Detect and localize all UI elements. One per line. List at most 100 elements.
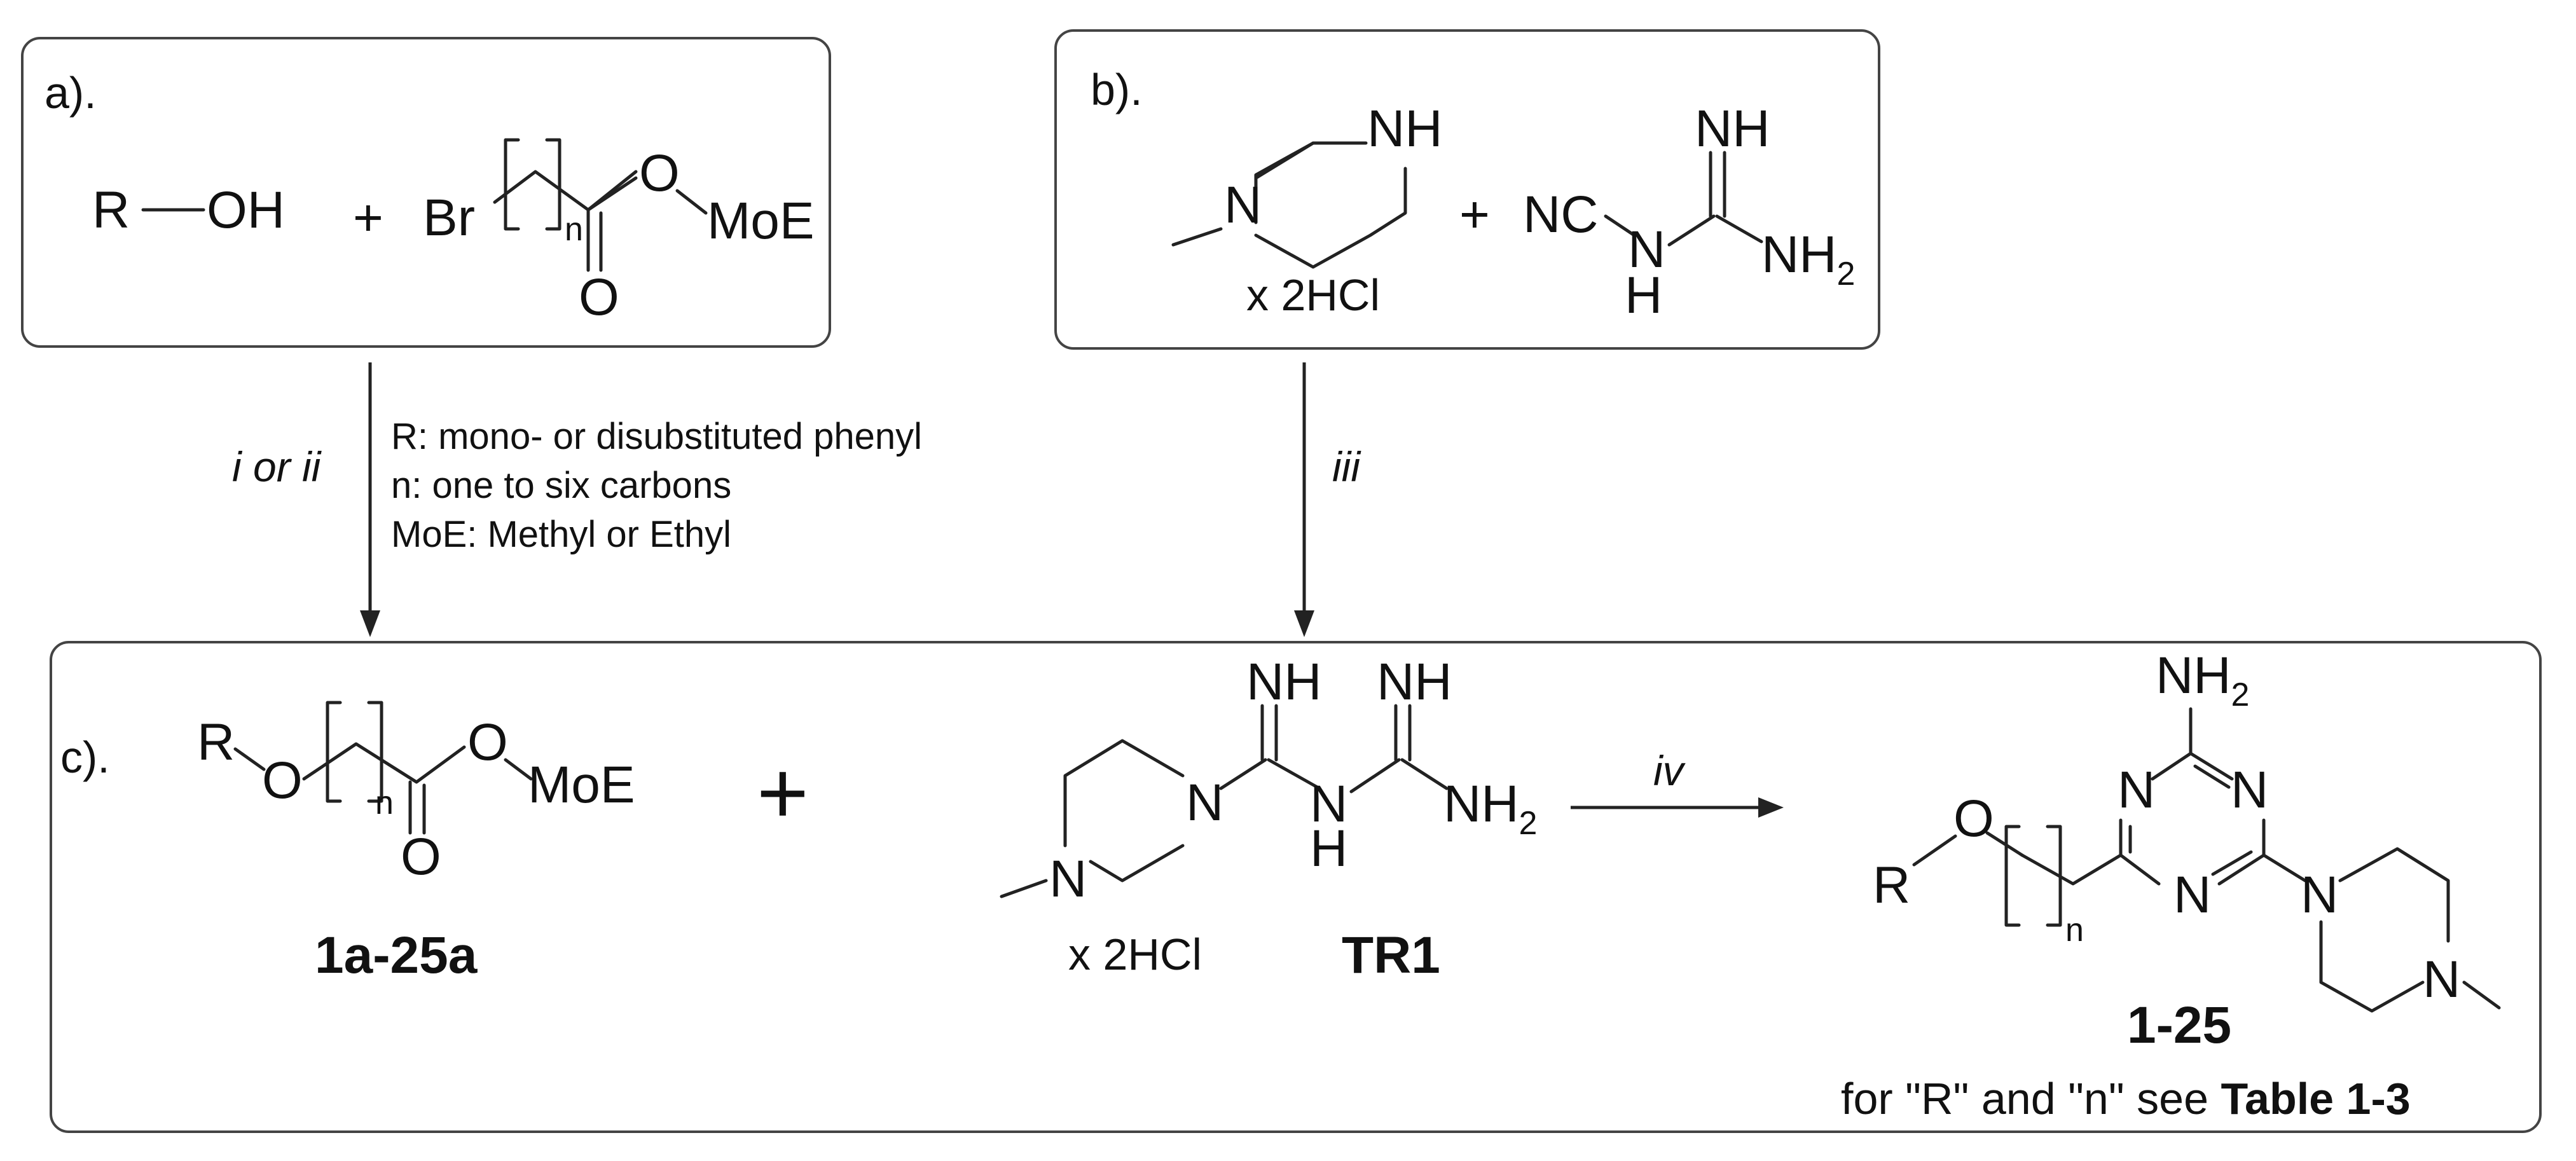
product-o-chain-bond	[1985, 831, 2024, 857]
panel-c-carbonyl-bond	[408, 780, 426, 835]
condition-i-or-ii: i or ii	[232, 443, 322, 490]
panel-a-carbonyl-o: O	[579, 268, 619, 326]
panel-b-n-atom: N	[1224, 176, 1262, 234]
tr1-c1-imine	[1260, 704, 1278, 762]
panel-a-n-subscript: n	[565, 211, 583, 248]
panel-a-plus: +	[353, 189, 383, 247]
panel-c-ether-o: O	[262, 752, 303, 809]
panel-a-label: a).	[45, 68, 97, 118]
condition-iii: iii	[1332, 443, 1361, 490]
panel-c-label: c).	[60, 732, 110, 782]
panel-b-nh2-group: NH2	[1761, 226, 1855, 292]
panel-c-r-o-bond	[233, 747, 266, 771]
tr1-salt: x 2HCl	[1068, 930, 1202, 979]
product-c-chain-bond	[2020, 853, 2123, 886]
product-n-pip-top: N	[2301, 866, 2338, 924]
tr1-c2-imine	[1394, 704, 1412, 762]
panel-c-n-subscript: n	[375, 785, 394, 821]
panel-b-label: b).	[1091, 65, 1143, 114]
tr1-n-bottom: N	[1049, 850, 1087, 908]
panel-b-n-link: N	[1628, 221, 1665, 278]
panel-c-carbonyl-o: O	[401, 828, 441, 886]
product-ether-o: O	[1953, 790, 1994, 848]
arrow-b-to-c: iii	[1294, 362, 1361, 637]
arrow-a-to-c: i or ii	[232, 362, 380, 637]
footnote-table-ref: Table 1-3	[2221, 1074, 2410, 1123]
legend: R: mono- or disubstituted phenyl n: one …	[391, 416, 922, 555]
panel-a-br-atom: Br	[423, 189, 475, 247]
panel-c-bracket-right	[367, 701, 383, 803]
product-n-bottom: N	[2173, 866, 2211, 924]
panel-a-o-moe-bond	[675, 189, 708, 215]
condition-iv: iv	[1653, 747, 1686, 794]
legend-moe: MoE: Methyl or Ethyl	[391, 514, 731, 555]
product-r-o-bond	[1912, 834, 1957, 867]
tr1-c1-n-bond	[1267, 758, 1321, 790]
tr1-h-link: H	[1310, 820, 1347, 877]
tr1-c2-nh2-bond	[1400, 758, 1449, 790]
panel-b-nc-group: NC	[1523, 186, 1598, 244]
footnote-prefix: for "R" and "n" see	[1841, 1074, 2221, 1123]
panel-c: c). R O n O O MoE 1a-25a + N N NH N H NH…	[50, 641, 2542, 1133]
tr1-methyl	[1000, 879, 1048, 898]
tr1-n-c2-bond	[1349, 758, 1401, 793]
tr1-nh2-group: NH2	[1443, 775, 1537, 842]
panel-b-nh-atom: NH	[1367, 100, 1442, 158]
tr1-n-top: N	[1186, 774, 1223, 832]
product-methyl	[2462, 980, 2501, 1010]
panel-a: a). R OH + Br n O O MoE	[21, 37, 831, 348]
tr1-nh-left: NH	[1246, 653, 1321, 711]
product-triazine-double	[2128, 764, 2253, 876]
panel-a-chain	[493, 170, 638, 212]
panel-b-methyl	[1171, 227, 1223, 247]
tr1-n-c1-bond	[1219, 758, 1267, 790]
product-r-atom: R	[1873, 856, 1910, 914]
panel-a-ester-bond	[586, 176, 638, 212]
legend-r: R: mono- or disubstituted phenyl	[391, 416, 922, 457]
panel-b-plus: +	[1459, 186, 1490, 244]
panel-b-n-c-bond	[1667, 214, 1716, 247]
panel-c-chain	[302, 742, 466, 784]
panel-a-carbonyl-bond	[586, 208, 603, 272]
panel-a-box	[21, 37, 831, 348]
panel-c-r-atom: R	[197, 713, 235, 771]
tr1-n-link: N	[1310, 775, 1347, 833]
arrow-iv-head	[1758, 797, 1784, 818]
arrow-b-head	[1294, 610, 1314, 637]
panel-c-o-moe-bond	[504, 758, 533, 781]
product-n-subscript: n	[2065, 912, 2084, 949]
panel-a-r-atom: R	[92, 181, 130, 239]
product-c-npip-bond	[2262, 853, 2307, 883]
product-n-top-right: N	[2231, 761, 2268, 819]
product-nh2-group: NH2	[2156, 647, 2249, 713]
compound-label-1-25: 1-25	[2127, 996, 2231, 1054]
panel-c-moe-group: MoE	[528, 756, 635, 814]
tr1-nh-right: NH	[1377, 653, 1452, 711]
panel-c-ester-o: O	[467, 713, 508, 771]
panel-a-ester-o: O	[639, 144, 680, 202]
compound-label-tr1: TR1	[1342, 926, 1440, 984]
compound-label-1a-25a: 1a-25a	[315, 926, 478, 984]
tr1-piperazine-ring	[1063, 739, 1185, 883]
panel-a-bracket-left	[504, 138, 520, 231]
panel-b: b). N NH x 2HCl + NC N H NH NH2	[1054, 29, 1880, 350]
product-bracket-right	[2046, 825, 2062, 927]
legend-n: n: one to six carbons	[391, 465, 731, 506]
product-n-top-left: N	[2118, 761, 2155, 819]
panel-a-bracket-right	[545, 138, 561, 231]
panel-a-moe-group: MoE	[707, 192, 815, 250]
panel-c-plus: +	[757, 743, 809, 842]
panel-b-salt: x 2HCl	[1246, 270, 1380, 320]
panel-a-oh-group: OH	[207, 181, 285, 239]
panel-b-piperazine-upper	[1254, 141, 1315, 189]
product-bracket-left	[2004, 825, 2021, 927]
arrow-a-head	[360, 610, 380, 637]
panel-b-c-nh2-bond	[1715, 214, 1763, 244]
panel-b-box	[1054, 29, 1880, 350]
panel-b-h-link: H	[1625, 266, 1662, 324]
panel-c-box	[50, 641, 2542, 1133]
panel-b-nc-n-bond	[1604, 214, 1636, 237]
product-piperazine-ring	[2319, 847, 2450, 1013]
panel-c-bracket-left	[326, 701, 342, 803]
